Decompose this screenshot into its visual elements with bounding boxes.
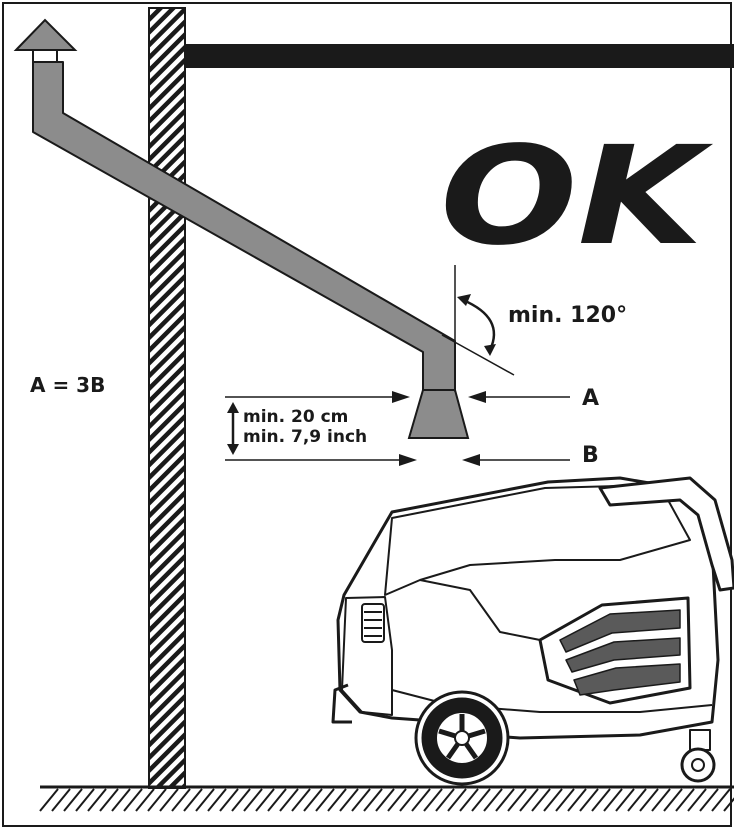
floor-hatch-line xyxy=(111,788,131,812)
floor-hatch-line xyxy=(159,788,179,812)
flue-pipe xyxy=(32,61,456,391)
floor-hatch-line xyxy=(591,788,611,812)
floor-hatch-line xyxy=(375,788,395,812)
floor-hatch-line xyxy=(51,788,71,812)
floor-hatch-line xyxy=(639,788,659,812)
floor-hatch-line xyxy=(579,788,599,812)
floor-hatch-line xyxy=(651,788,671,812)
floor-hatch-line xyxy=(627,788,647,812)
floor-hatch-line xyxy=(471,788,491,812)
floor-hatch-line xyxy=(123,788,143,812)
floor-hatch-line xyxy=(87,788,107,812)
floor-hatch-line xyxy=(663,788,683,812)
machine-contour xyxy=(419,579,541,641)
ceiling-beam xyxy=(183,44,734,68)
floor-hatch-line xyxy=(339,788,359,812)
machine-top-cover xyxy=(384,485,691,596)
ok-label: OK xyxy=(440,118,713,276)
point-a-label: A xyxy=(582,386,599,411)
machine-handle xyxy=(598,476,734,592)
draft-hood xyxy=(407,389,470,439)
floor-hatch-line xyxy=(459,788,479,812)
floor-hatch-line xyxy=(399,788,419,812)
chimney-cap xyxy=(13,18,78,63)
floor-hatch-line xyxy=(135,788,155,812)
floor-hatch-line xyxy=(723,797,734,812)
floor-hatch-line xyxy=(291,788,311,812)
angle-label: min. 120° xyxy=(508,303,627,328)
angle-arrowhead-bottom xyxy=(484,344,496,356)
floor-hatch-line xyxy=(171,788,191,812)
floor-hatch-line xyxy=(447,788,467,812)
machine-lower-trim xyxy=(391,689,713,713)
b-left-arrowhead xyxy=(399,454,417,466)
floor-hatch-line xyxy=(531,788,551,812)
machine-front-face xyxy=(341,596,393,716)
floor-hatch-line xyxy=(411,788,431,812)
slope-reference-line xyxy=(441,334,515,376)
floor-hatch-line xyxy=(387,788,407,812)
floor-hatch-line xyxy=(495,788,515,812)
floor-hatch-line xyxy=(711,788,731,812)
floor-hatch-line xyxy=(483,788,503,812)
floor-hatch-line xyxy=(435,788,455,812)
angle-arc-arrow xyxy=(462,298,496,351)
floor-hatch-line xyxy=(195,788,215,812)
floor-hatch-line xyxy=(279,788,299,812)
front-vent xyxy=(361,603,385,643)
floor-hatch-line xyxy=(63,788,83,812)
side-grille-slots xyxy=(559,609,681,696)
floor-hatch-line xyxy=(255,788,275,812)
front-bumper xyxy=(331,683,352,724)
distance-imperial-label: min. 7,9 inch xyxy=(243,427,367,447)
floor-hatch-line xyxy=(699,788,719,812)
front-wheel xyxy=(414,690,510,786)
floor-hatch-line xyxy=(519,788,539,812)
floor-hatch-line xyxy=(363,788,383,812)
floor-hatch-line xyxy=(207,788,227,812)
floor-hatch-line xyxy=(615,788,635,812)
floor-hatch-line xyxy=(351,788,371,812)
point-b-label: B xyxy=(582,443,599,468)
floor-hatch-line xyxy=(687,788,707,812)
floor-hatch-line xyxy=(243,788,263,812)
floor-hatch-line xyxy=(39,788,59,812)
distance-metric-label: min. 20 cm xyxy=(243,407,348,427)
ratio-label: A = 3B xyxy=(30,373,105,397)
angle-arrowhead-top xyxy=(457,294,471,306)
floor-hatch-line xyxy=(219,788,239,812)
floor-hatch-line xyxy=(231,788,251,812)
floor-hatch-line xyxy=(555,788,575,812)
wall xyxy=(148,7,186,789)
floor-hatch-line xyxy=(543,788,563,812)
floor-hatch-line xyxy=(75,788,95,812)
floor xyxy=(39,785,734,812)
floor-hatch-line xyxy=(423,788,443,812)
floor-hatch-line xyxy=(507,788,527,812)
rear-caster-wheel xyxy=(680,729,716,783)
a-left-arrowhead xyxy=(392,391,410,403)
side-grille-outline xyxy=(538,596,692,705)
floor-hatch-line xyxy=(675,788,695,812)
floor-hatch-line xyxy=(567,788,587,812)
floor-hatch-line xyxy=(327,788,347,812)
floor-hatch-line xyxy=(267,788,287,812)
floor-hatch-line xyxy=(99,788,119,812)
a-right-arrowhead xyxy=(468,391,486,403)
b-right-arrowhead xyxy=(462,454,480,466)
floor-hatch-line xyxy=(183,788,203,812)
floor-hatch-line xyxy=(315,788,335,812)
pressure-washer xyxy=(331,476,734,786)
floor-hatch-line xyxy=(603,788,623,812)
distance-arrow xyxy=(227,402,239,455)
floor-hatch-line xyxy=(147,788,167,812)
floor-hatch-line xyxy=(303,788,323,812)
